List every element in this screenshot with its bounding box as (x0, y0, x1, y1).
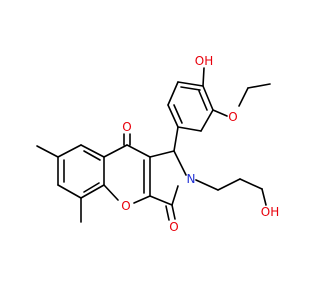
aryl-bond (173, 126, 179, 152)
methyl-groups (36, 145, 82, 223)
ketone-oxygen-label: O (122, 120, 131, 134)
lactam-oxygen-label: O (169, 220, 178, 234)
hydroxypropyl-chain (195, 178, 267, 206)
atom-labels: OH O O O O N OH (121, 54, 279, 234)
ketone-carbonyl (123, 133, 131, 146)
lactam-carbonyl (165, 204, 176, 221)
pyrrolone-ring (143, 150, 187, 206)
ether-oxygen-label: O (228, 110, 237, 124)
phenol-hydroxyl-group (202, 67, 205, 87)
amide-nitrogen-label: N (187, 172, 196, 186)
ring-oxygen-label: O (121, 199, 130, 213)
chemical-structure-diagram: OH O O O O N OH (36, 54, 279, 234)
phenol-oh-label: OH (195, 54, 213, 68)
structure-canvas: OH O O O O N OH (36, 54, 280, 234)
benzo-ring (57, 144, 105, 199)
phenyl-ring-upper (167, 81, 214, 132)
ethoxy-group (212, 83, 271, 117)
chain-hydroxyl-label: OH (261, 205, 279, 219)
pyranone-ring (103, 144, 151, 204)
